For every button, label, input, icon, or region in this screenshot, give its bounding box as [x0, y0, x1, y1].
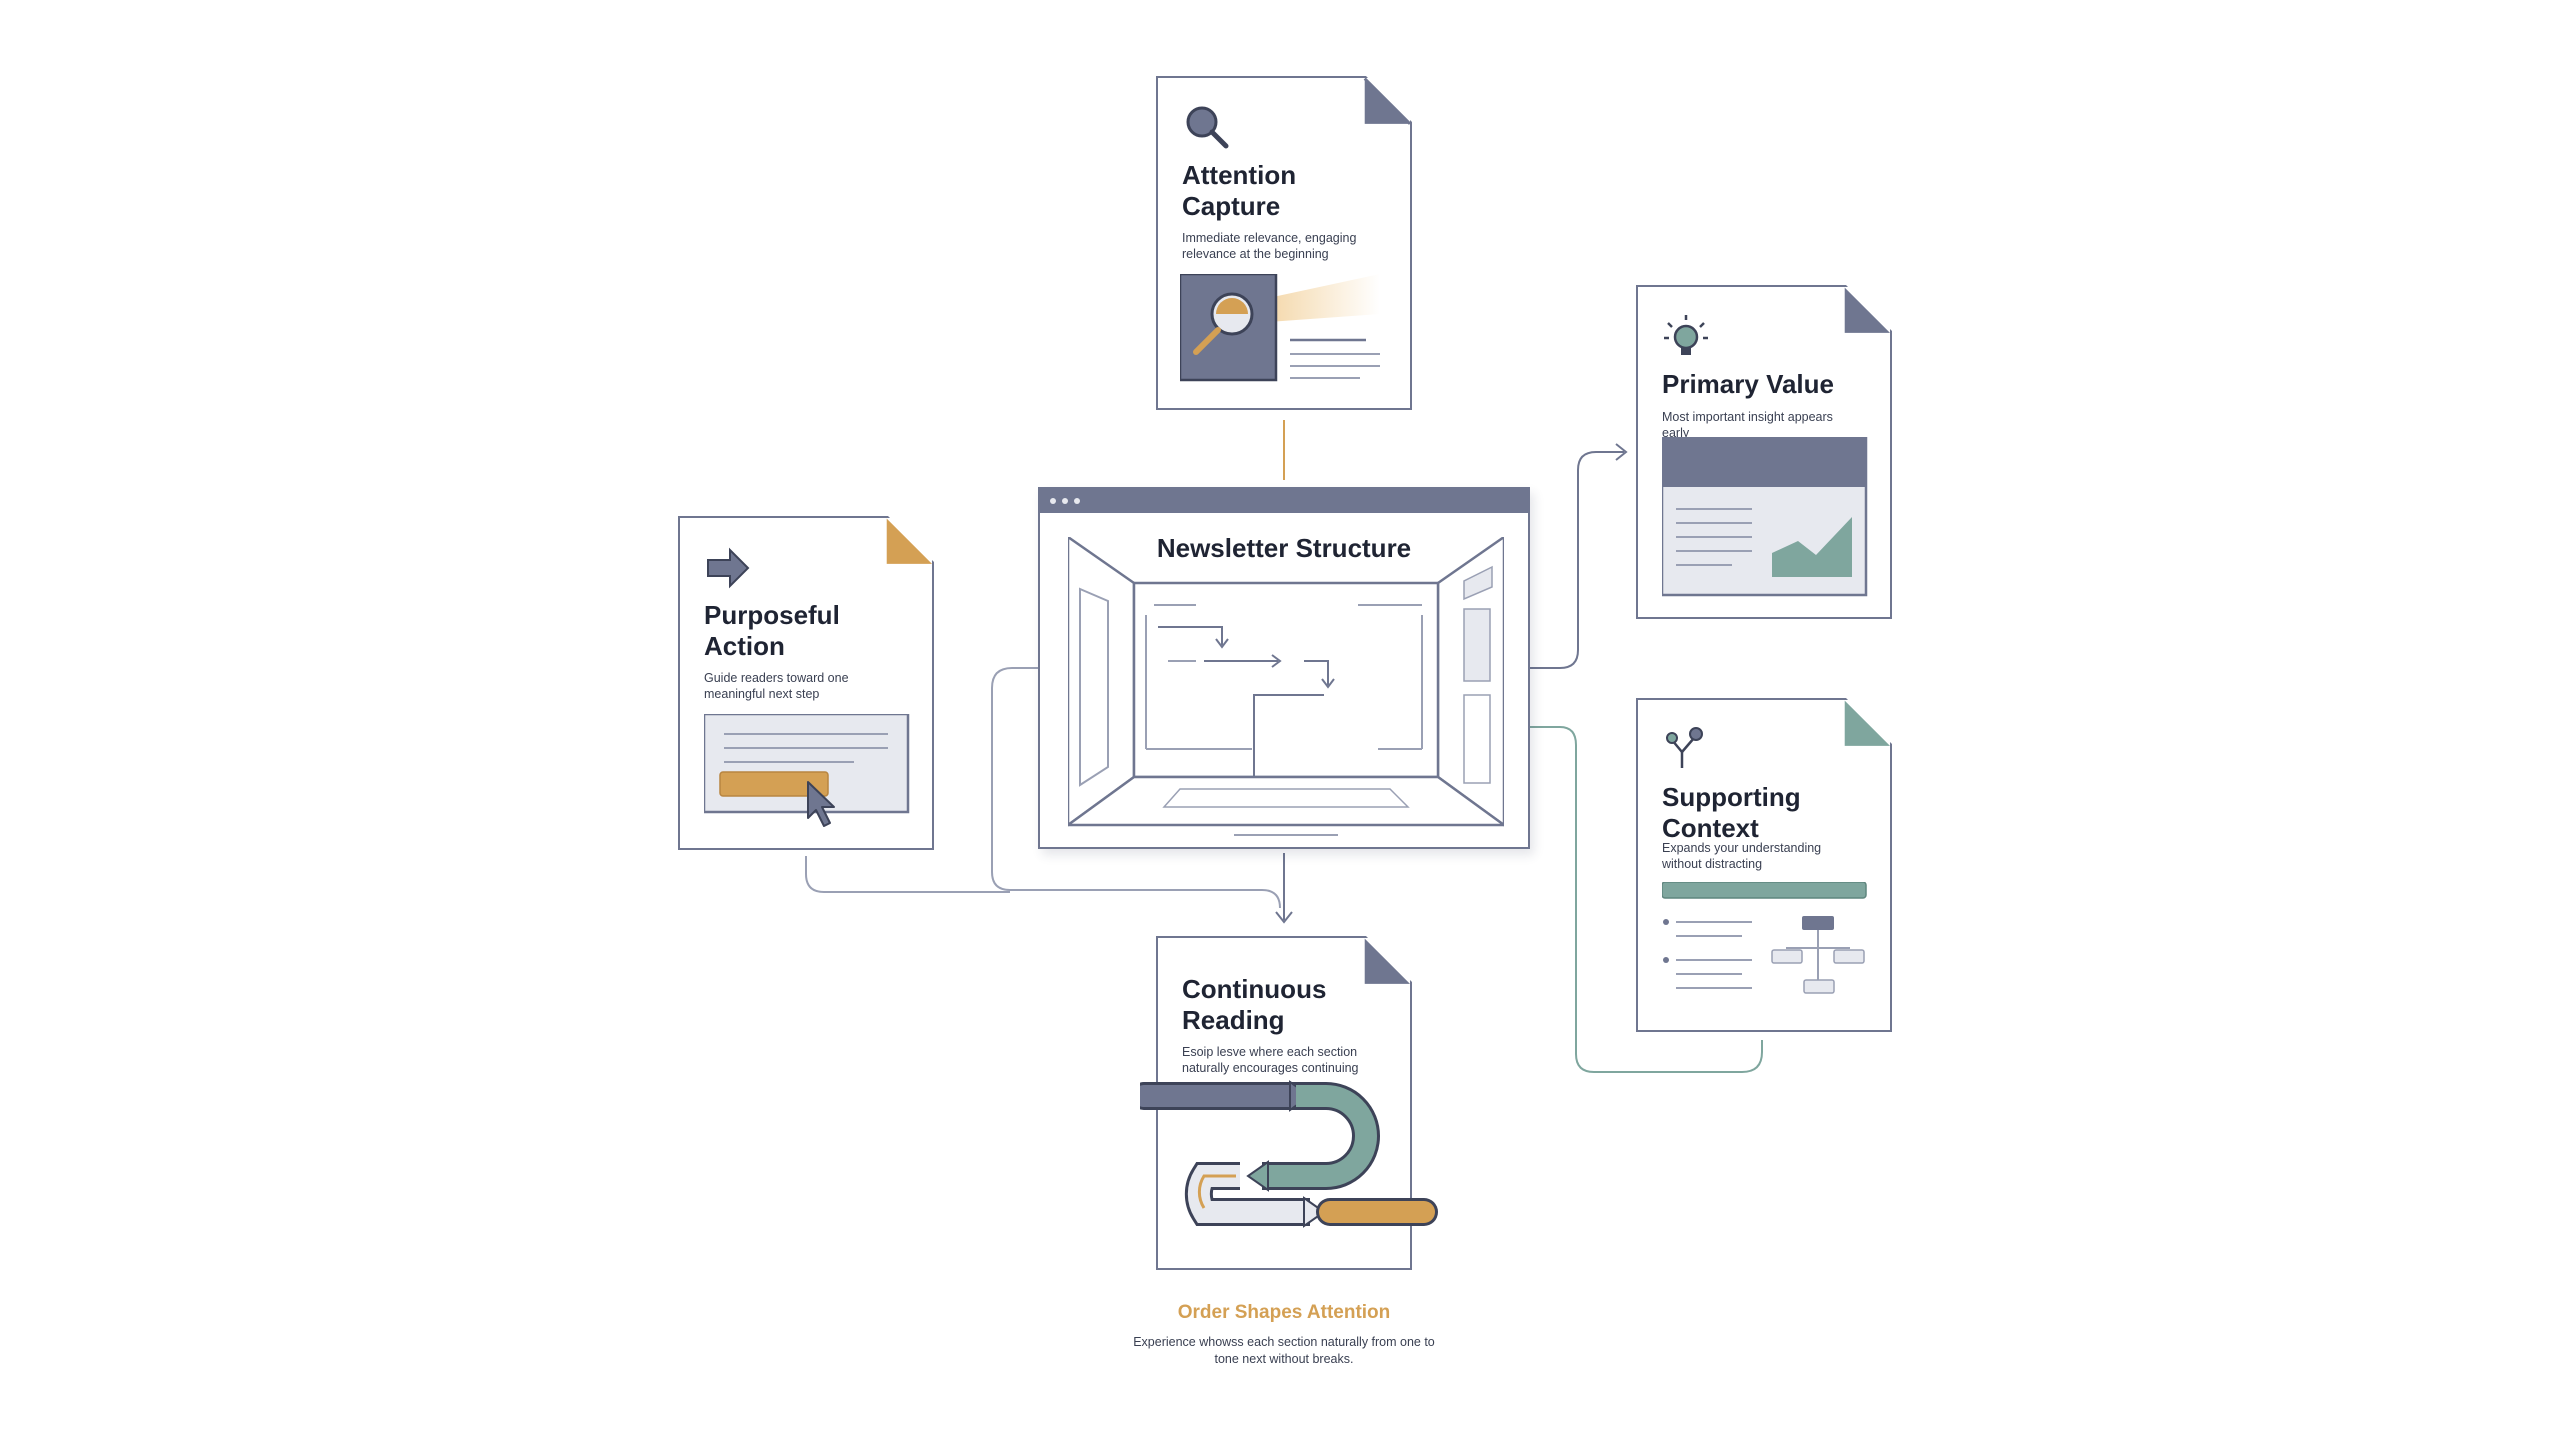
card-attention-capture: Attention Capture Immediate relevance, e… — [1156, 76, 1412, 410]
room-perspective-illustration — [1068, 537, 1504, 836]
card-title: Primary Value — [1662, 369, 1834, 399]
card-title: Continuous Reading — [1182, 974, 1327, 1035]
window-dot-icon — [1050, 498, 1056, 504]
card-description: Esoip lesve where each section naturally… — [1182, 1045, 1359, 1075]
hierarchy-illustration — [1662, 882, 1868, 1002]
card-title: Purposeful Action — [704, 600, 840, 661]
spotlight-illustration — [1180, 274, 1400, 394]
card-purposeful-action: Purposeful Action Guide readers toward o… — [678, 516, 934, 850]
caption-body: Experience whowss each section naturally… — [1133, 1335, 1435, 1366]
connector-purposeful-continuous — [805, 856, 1010, 893]
caption-title: Order Shapes Attention — [1177, 1302, 1391, 1323]
window-title-bar — [1040, 489, 1528, 513]
branch-icon — [1662, 724, 1714, 776]
window-dot-icon — [1074, 498, 1080, 504]
lightbulb-icon — [1662, 311, 1714, 363]
arrow-right-icon — [704, 542, 756, 594]
card-description: Guide readers toward one meaningful next… — [704, 671, 849, 701]
cta-illustration — [704, 714, 910, 844]
card-title: Supporting Context — [1662, 782, 1801, 843]
window-dot-icon — [1062, 498, 1068, 504]
card-description: Expands your understanding without distr… — [1662, 841, 1822, 871]
flow-ribbon-illustration — [1140, 1080, 1438, 1228]
newsletter-structure-window: Newsletter Structure — [1038, 487, 1530, 849]
card-title: Attention Capture — [1182, 160, 1297, 221]
card-supporting-context: Supporting Context Expands your understa… — [1636, 698, 1892, 1032]
magnifier-icon — [1182, 102, 1234, 154]
chart-illustration — [1662, 437, 1868, 597]
connector-center-continuous — [1275, 853, 1293, 924]
card-description: Immediate relevance, engaging relevance … — [1182, 231, 1357, 261]
window-title: Newsletter Structure — [1156, 533, 1412, 563]
card-primary-value: Primary Value Most important insight app… — [1636, 285, 1892, 619]
